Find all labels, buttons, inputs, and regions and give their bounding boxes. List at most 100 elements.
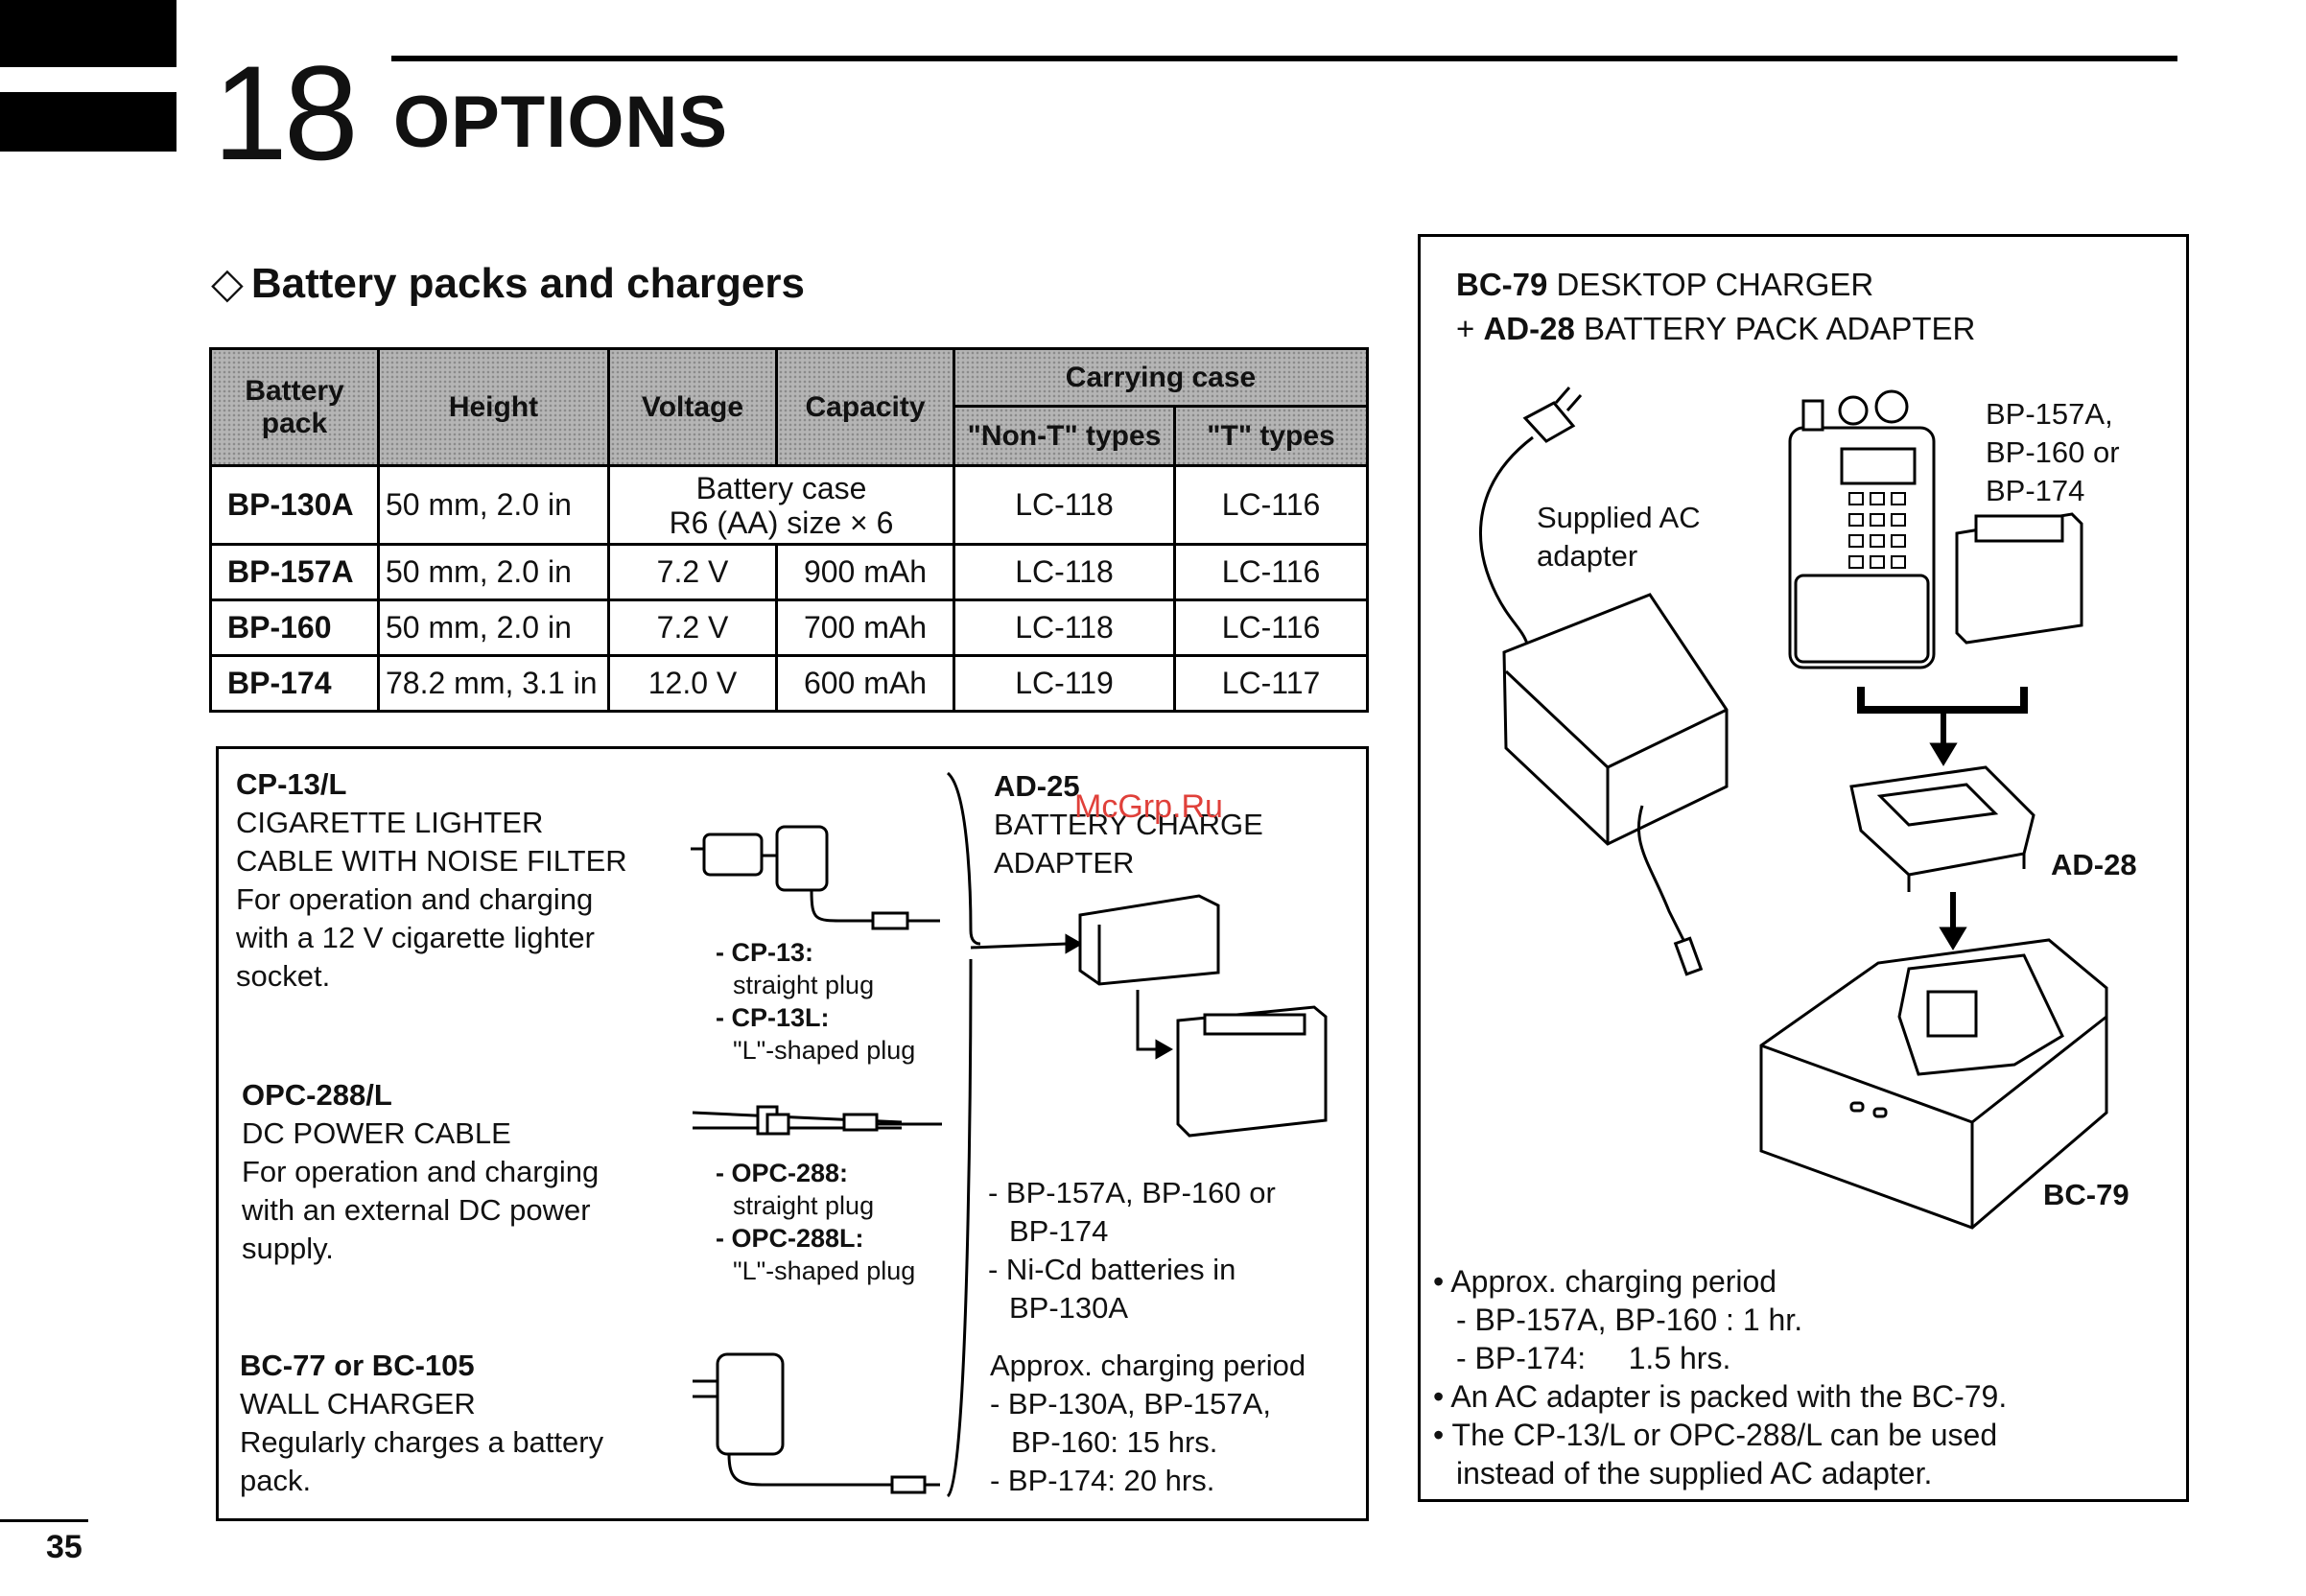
bc79-notes: • Approx. charging period - BP-157A, BP-… bbox=[1433, 1262, 2172, 1492]
cp13-model: CP-13/L bbox=[236, 767, 347, 801]
radio-icon bbox=[1788, 389, 1936, 669]
opc288-desc3: supply. bbox=[242, 1232, 334, 1265]
opc288-opt1-desc: straight plug bbox=[733, 1191, 875, 1220]
bullet-icon: • bbox=[1433, 1379, 1451, 1414]
chapter-title: OPTIONS bbox=[393, 82, 729, 163]
cp13-line1: CIGARETTE LIGHTER bbox=[236, 806, 544, 839]
bc77-block: BC-77 or BC-105 WALL CHARGER Regularly c… bbox=[240, 1347, 662, 1500]
cell-pack: BP-160 bbox=[209, 598, 380, 657]
bc79-note1-text: Approx. charging period bbox=[1450, 1264, 1777, 1299]
cell-voltage: 12.0 V bbox=[607, 654, 778, 713]
ad25-model: AD-25 bbox=[994, 769, 1080, 803]
page-number-rule bbox=[0, 1519, 88, 1522]
cell-height: 78.2 mm, 3.1 in bbox=[377, 654, 610, 713]
opc288-line1: DC POWER CABLE bbox=[242, 1116, 511, 1150]
bc77-model: BC-77 or BC-105 bbox=[240, 1349, 475, 1382]
opc288-block: OPC-288/L DC POWER CABLE For operation a… bbox=[242, 1076, 668, 1268]
battery-pack-icon bbox=[1955, 512, 2083, 645]
bc79-note2: • An AC adapter is packed with the BC-79… bbox=[1433, 1377, 2172, 1416]
ad25-item2b: BP-130A bbox=[1009, 1291, 1129, 1325]
header-height: Height bbox=[377, 347, 610, 467]
cell-non-t: LC-118 bbox=[953, 464, 1176, 546]
diamond-icon: ◇ bbox=[211, 260, 244, 307]
bc79-ac-label: Supplied AC adapter bbox=[1537, 499, 1701, 575]
watermark: McGrp.Ru bbox=[1074, 788, 1223, 825]
bc79-note1a: - BP-157A, BP-160 : 1 hr. bbox=[1456, 1303, 1803, 1337]
bc79-title2-model: AD-28 bbox=[1483, 311, 1575, 346]
opc288-opt2-desc: "L"-shaped plug bbox=[733, 1256, 916, 1285]
battery-adapter-icon bbox=[1078, 894, 1328, 1138]
opc288-desc1: For operation and charging bbox=[242, 1155, 600, 1188]
table-row: BP-160 50 mm, 2.0 in 7.2 V 700 mAh LC-11… bbox=[209, 598, 1370, 657]
cell-non-t: LC-118 bbox=[953, 598, 1176, 657]
cell-t: LC-116 bbox=[1172, 464, 1370, 546]
cell-voltage: 7.2 V bbox=[607, 543, 778, 601]
cell-height: 50 mm, 2.0 in bbox=[377, 598, 610, 657]
bullet-icon: • bbox=[1433, 1264, 1451, 1299]
section-title-text: Battery packs and chargers bbox=[250, 260, 805, 307]
ad25-period-title: Approx. charging period bbox=[990, 1349, 1306, 1382]
chapter-tab-bottom bbox=[0, 92, 176, 152]
ad25-line2: ADAPTER bbox=[994, 846, 1135, 880]
ad25-period1b: BP-160: 15 hrs. bbox=[1011, 1425, 1218, 1459]
accessories-box bbox=[216, 746, 1369, 1521]
table-row: BP-157A 50 mm, 2.0 in 7.2 V 900 mAh LC-1… bbox=[209, 543, 1370, 601]
cell-non-t: LC-119 bbox=[953, 654, 1176, 713]
cp13-opt2-desc: "L"-shaped plug bbox=[733, 1036, 916, 1065]
header-carrying-case: Carrying case bbox=[952, 347, 1370, 408]
opc288-opt2-name: - OPC-288L: bbox=[716, 1224, 864, 1253]
wall-charger-icon bbox=[693, 1352, 940, 1494]
cp13-line2: CABLE WITH NOISE FILTER bbox=[236, 844, 627, 878]
cp13-desc3: socket. bbox=[236, 959, 331, 993]
cell-capacity: 900 mAh bbox=[775, 543, 955, 601]
bc79-note2-text: An AC adapter is packed with the BC-79. bbox=[1450, 1379, 2008, 1414]
cell-voltage: 7.2 V bbox=[607, 598, 778, 657]
bc79-title2-prefix: + bbox=[1456, 311, 1484, 346]
cell-height: 50 mm, 2.0 in bbox=[377, 464, 610, 546]
bc79-note1: • Approx. charging period bbox=[1433, 1262, 2172, 1301]
cell-capacity: 600 mAh bbox=[775, 654, 955, 713]
bc79-title: BC-79 DESKTOP CHARGER + AD-28 BATTERY PA… bbox=[1456, 263, 1975, 351]
cp13-opt1-name: - CP-13: bbox=[716, 938, 814, 967]
cp13-desc2: with a 12 V cigarette lighter bbox=[236, 921, 595, 954]
battery-case-line2: R6 (AA) size × 6 bbox=[669, 505, 894, 540]
ad25-item2a: - Ni-Cd batteries in bbox=[988, 1253, 1236, 1286]
table-row: BP-174 78.2 mm, 3.1 in 12.0 V 600 mAh LC… bbox=[209, 654, 1370, 713]
opc288-opt1-name: - OPC-288: bbox=[716, 1159, 849, 1187]
bc79-ac2: adapter bbox=[1537, 539, 1638, 573]
cell-non-t: LC-118 bbox=[953, 543, 1176, 601]
bc79-title-rest: DESKTOP CHARGER bbox=[1547, 267, 1874, 302]
cell-t: LC-116 bbox=[1172, 598, 1370, 657]
bc79-packs1: BP-157A, bbox=[1986, 397, 2113, 431]
bc79-note1b: - BP-174: 1.5 hrs. bbox=[1456, 1341, 1731, 1375]
battery-case-line1: Battery case bbox=[695, 470, 867, 505]
cp13-opt2-name: - CP-13L: bbox=[716, 1003, 830, 1032]
cell-pack: BP-157A bbox=[209, 543, 380, 601]
cp13-desc1: For operation and charging bbox=[236, 882, 594, 916]
chapter-tab-top bbox=[0, 0, 176, 67]
cp13-block: CP-13/L CIGARETTE LIGHTER CABLE WITH NOI… bbox=[236, 765, 664, 996]
bc79-title2-rest: BATTERY PACK ADAPTER bbox=[1574, 311, 1976, 346]
ad25-line1: BATTERY CHARGE bbox=[994, 808, 1263, 841]
bc77-line1: WALL CHARGER bbox=[240, 1387, 476, 1420]
section-title: ◇Battery packs and chargers bbox=[211, 259, 805, 308]
bc79-packs-label: BP-157A, BP-160 or BP-174 bbox=[1986, 395, 2120, 510]
bc79-label: BC-79 bbox=[2043, 1178, 2130, 1211]
bc79-title-line1: BC-79 DESKTOP CHARGER bbox=[1456, 263, 1975, 307]
dc-cable-icon bbox=[692, 1105, 942, 1136]
header-battery-pack: Battery pack bbox=[209, 347, 380, 467]
cell-t: LC-117 bbox=[1172, 654, 1370, 713]
cell-pack: BP-130A bbox=[209, 464, 380, 546]
table-row: BP-130A 50 mm, 2.0 in Battery case R6 (A… bbox=[209, 464, 1370, 546]
ad28-label: AD-28 bbox=[2051, 848, 2137, 881]
cell-t: LC-116 bbox=[1172, 543, 1370, 601]
header-non-t: "Non-T" types bbox=[953, 405, 1176, 467]
opc288-desc2: with an external DC power bbox=[242, 1193, 591, 1227]
ad25-item1b: BP-174 bbox=[1009, 1214, 1109, 1248]
cp13-opt1-desc: straight plug bbox=[733, 971, 875, 999]
bc79-box bbox=[1418, 234, 2189, 1502]
battery-spec-table: Battery pack Height Voltage Capacity Car… bbox=[209, 347, 1370, 713]
ad25-item1a: - BP-157A, BP-160 or bbox=[988, 1176, 1276, 1209]
